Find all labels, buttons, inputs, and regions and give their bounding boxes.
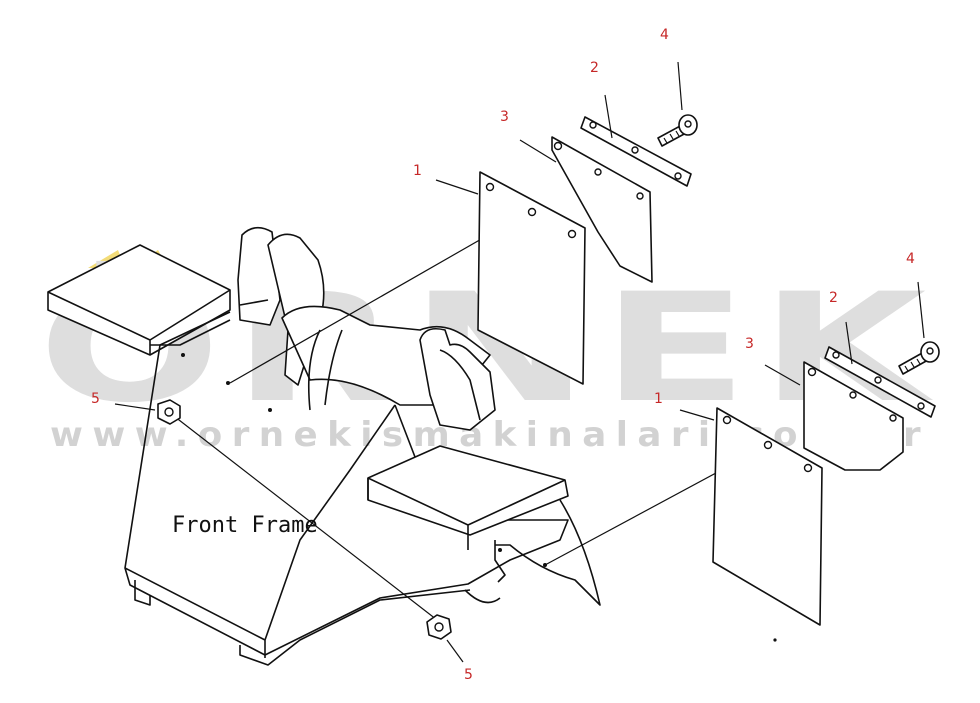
upper-flap-rubber <box>477 171 586 385</box>
callouts: 1 2 3 4 1 2 3 4 5 5 <box>91 27 915 683</box>
callout-3-lower: 3 <box>745 336 754 352</box>
upper-mud-flap <box>435 61 698 385</box>
bottom-nut <box>426 614 464 663</box>
callout-1-upper: 1 <box>413 163 422 179</box>
left-pad <box>47 244 231 356</box>
upper-flap-plate <box>551 136 653 283</box>
front-frame: Front Frame <box>47 226 777 666</box>
callout-5-bottom: 5 <box>464 667 473 683</box>
frame-label: Front Frame <box>172 513 318 538</box>
upper-bolt <box>657 114 698 147</box>
watermark-website: www.ornekismakinalari.com.tr <box>50 415 930 455</box>
lower-flap-rubber <box>712 407 823 626</box>
callout-4-lower: 4 <box>906 251 915 267</box>
callout-2-upper: 2 <box>590 60 599 76</box>
callout-2-lower: 2 <box>829 290 838 306</box>
right-pad <box>367 445 569 536</box>
callout-3-upper: 3 <box>500 109 509 125</box>
callout-5-left: 5 <box>91 391 100 407</box>
callout-1-lower: 1 <box>654 391 663 407</box>
left-nut <box>114 399 181 425</box>
lower-flap-plate <box>803 361 904 471</box>
lower-bolt <box>898 341 940 375</box>
callout-4-upper: 4 <box>660 27 669 43</box>
lower-mud-flap <box>679 281 940 626</box>
